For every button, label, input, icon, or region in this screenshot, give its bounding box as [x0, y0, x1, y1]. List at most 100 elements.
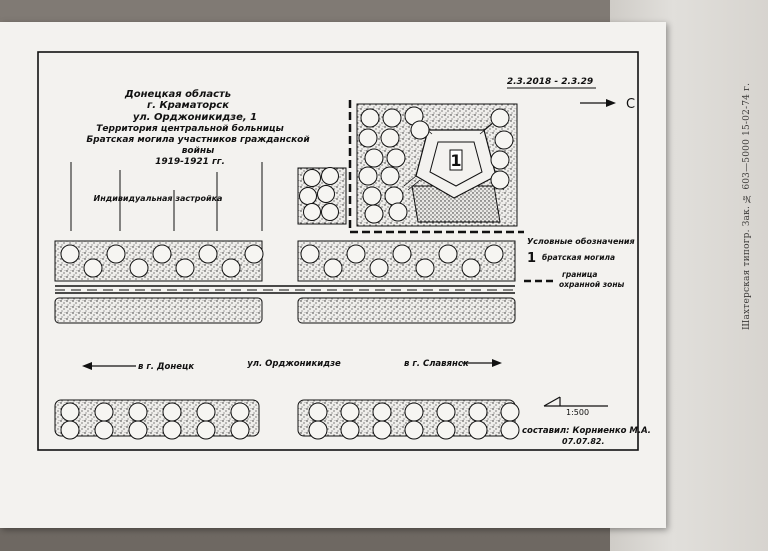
label-street: ул. Орджоникидзе — [247, 359, 341, 369]
tree-icon — [244, 244, 264, 264]
tree-icon — [196, 420, 216, 440]
legend-title: Условные обозначения — [527, 236, 635, 246]
title-address: ул. Орджоникидзе, 1 — [133, 112, 257, 123]
title-block: Донецкая область г. Краматорск ул. Орджо… — [86, 88, 310, 167]
label-to-donetsk: в г. Донецк — [138, 362, 194, 372]
legend-grave-mark: 1 — [527, 251, 536, 266]
legend-grave-text: братская могила — [542, 253, 615, 262]
tree-icon — [358, 128, 378, 148]
building-note: Индивидуальная застройка — [94, 194, 223, 203]
tree-icon — [196, 402, 216, 422]
tree-icon — [358, 166, 378, 186]
tree-icon — [303, 169, 321, 187]
tree-icon — [308, 402, 328, 422]
tree-icon — [128, 402, 148, 422]
street-direction-left: в г. Донецк — [82, 362, 194, 372]
tree-icon — [362, 186, 382, 206]
tree-icon — [299, 187, 317, 205]
tree-icon — [175, 258, 195, 278]
title-years: 1919-1921 гг. — [155, 157, 225, 167]
grave-number: 1 — [450, 151, 461, 170]
title-region: Донецкая область — [124, 88, 231, 100]
legend: Условные обозначения 1 братская могила г… — [524, 236, 635, 289]
tree-icon — [60, 244, 80, 264]
tree-icon — [468, 402, 488, 422]
tree-icon — [382, 108, 402, 128]
protection-zone-border — [348, 100, 524, 234]
street-direction-right: в г. Славянск — [404, 359, 502, 369]
tree-icon — [494, 130, 514, 150]
tree-icon — [484, 244, 504, 264]
tree-icon — [60, 420, 80, 440]
tree-icon — [129, 258, 149, 278]
legend-border-text-1: граница — [562, 270, 597, 279]
north-arrow-icon — [580, 99, 616, 107]
tree-icon — [415, 258, 435, 278]
author-note: составил: Корниенко М.А. — [522, 426, 651, 436]
author-date: 07.07.82. — [562, 437, 605, 446]
tree-icon — [384, 186, 404, 206]
title-city: г. Краматорск — [147, 100, 229, 111]
tree-icon — [490, 108, 510, 128]
mass-grave-monument: 1 — [403, 119, 509, 223]
tree-icon — [364, 204, 384, 224]
legend-border-text-2: охранной зоны — [559, 280, 624, 289]
scale-bar: 1:500 — [543, 396, 608, 417]
tree-icon — [372, 420, 392, 440]
tree-icon — [230, 420, 250, 440]
tree-icon — [386, 148, 406, 168]
tree-icon — [346, 244, 366, 264]
tree-icon — [162, 420, 182, 440]
tree-icon — [340, 402, 360, 422]
label-to-slavyansk: в г. Славянск — [404, 359, 469, 369]
tree-icon — [360, 108, 380, 128]
scale-label: 1:500 — [566, 408, 589, 417]
tree-icon — [106, 244, 126, 264]
tree-icon — [83, 258, 103, 278]
tree-icon — [410, 120, 430, 140]
tree-icon — [128, 420, 148, 440]
tree-icon — [300, 244, 320, 264]
drawing-frame — [37, 51, 639, 451]
tree-icon — [468, 420, 488, 440]
tree-icon — [340, 420, 360, 440]
tree-icon — [317, 185, 335, 203]
tree-icon — [152, 244, 172, 264]
tree-icon — [392, 244, 412, 264]
building-area-lines — [70, 162, 263, 231]
tree-icon — [388, 202, 408, 222]
tree-icon — [198, 244, 218, 264]
tree-icon — [372, 402, 392, 422]
tree-icon — [364, 148, 384, 168]
tree-icon — [60, 402, 80, 422]
tree-icon — [380, 128, 400, 148]
north-label: С — [626, 97, 635, 112]
tree-icon — [321, 167, 339, 185]
title-line2: Братская могила участников гражданской — [86, 135, 310, 145]
tree-icon — [94, 420, 114, 440]
dates-note: 2.3.2018 - 2.3.29 — [507, 77, 593, 87]
tree-icon — [94, 402, 114, 422]
tree-icon — [221, 258, 241, 278]
tree-icon — [490, 170, 510, 190]
tree-icon — [404, 402, 424, 422]
tree-icon — [369, 258, 389, 278]
title-line3: войны — [182, 146, 215, 156]
tree-icon — [404, 420, 424, 440]
tree-icon — [500, 402, 520, 422]
tree-icon — [438, 244, 458, 264]
tree-icon — [230, 402, 250, 422]
trees-layer — [60, 106, 520, 440]
tree-icon — [308, 420, 328, 440]
tree-icon — [461, 258, 481, 278]
tree-icon — [303, 203, 321, 221]
tree-icon — [500, 420, 520, 440]
tree-icon — [436, 420, 456, 440]
tree-icon — [162, 402, 182, 422]
tree-icon — [380, 166, 400, 186]
tree-icon — [490, 150, 510, 170]
title-line1: Территория центральной больницы — [96, 123, 283, 134]
tree-icon — [321, 203, 339, 221]
tree-icon — [436, 402, 456, 422]
